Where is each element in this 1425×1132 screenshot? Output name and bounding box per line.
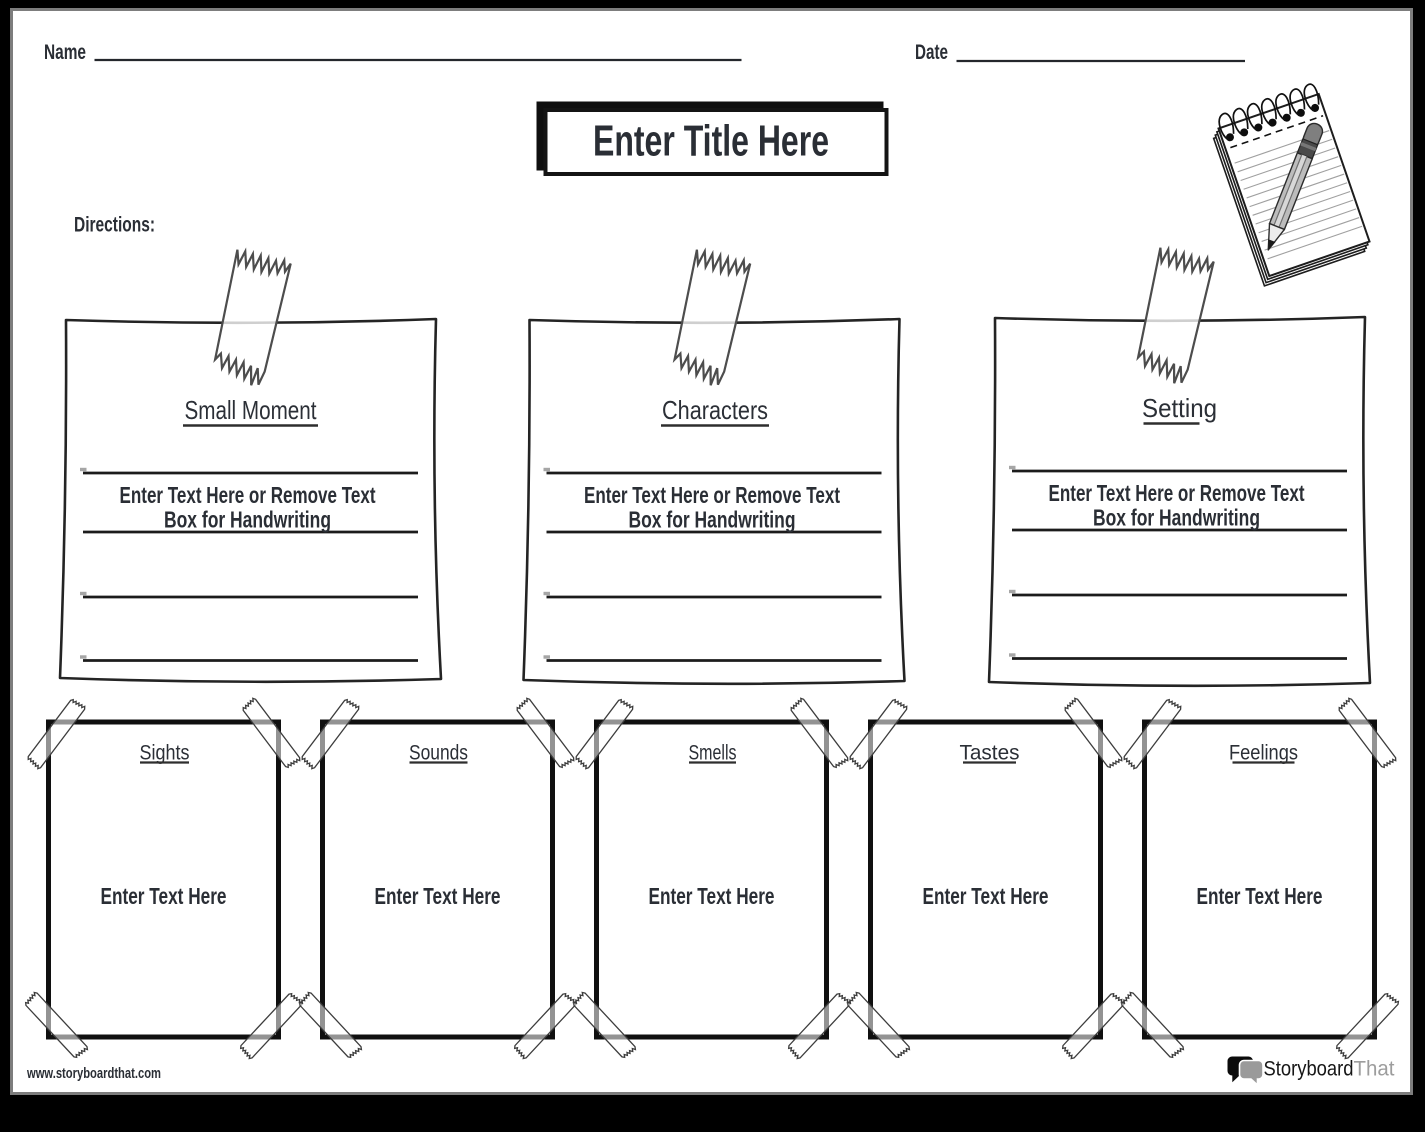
svg-text:Name: Name [44, 40, 86, 64]
svg-text:Enter Text Here or Remove Text: Enter Text Here or Remove Text [120, 482, 376, 508]
svg-text:Smells: Smells [689, 742, 737, 765]
svg-text:That: That [1354, 1058, 1395, 1081]
svg-text:Tastes: Tastes [960, 742, 1020, 765]
svg-text:Enter Text Here: Enter Text Here [923, 883, 1049, 909]
svg-text:Box for Handwriting: Box for Handwriting [629, 507, 796, 533]
svg-text:Enter Title Here: Enter Title Here [593, 117, 829, 166]
svg-text:Small Moment: Small Moment [185, 395, 318, 425]
svg-text:Sights: Sights [140, 742, 190, 765]
svg-text:Date: Date [915, 40, 948, 64]
svg-text:Enter Text Here: Enter Text Here [1197, 883, 1323, 909]
svg-text:Setting: Setting [1142, 393, 1217, 423]
svg-text:Feelings: Feelings [1229, 742, 1298, 765]
svg-text:www.storyboardthat.com: www.storyboardthat.com [26, 1066, 161, 1082]
svg-text:Characters: Characters [662, 395, 768, 425]
svg-text:Storyboard: Storyboard [1264, 1058, 1354, 1081]
svg-text:Enter Text Here: Enter Text Here [649, 883, 775, 909]
svg-text:Enter Text Here: Enter Text Here [101, 883, 227, 909]
svg-text:Enter Text Here or Remove Text: Enter Text Here or Remove Text [584, 482, 840, 508]
svg-text:Enter Text Here or Remove Text: Enter Text Here or Remove Text [1049, 480, 1305, 506]
svg-text:Enter Text Here: Enter Text Here [375, 883, 501, 909]
svg-text:Box for Handwriting: Box for Handwriting [164, 507, 331, 533]
svg-text:Box for Handwriting: Box for Handwriting [1093, 505, 1260, 531]
svg-text:Directions:: Directions: [74, 214, 155, 237]
svg-text:Sounds: Sounds [409, 742, 468, 765]
